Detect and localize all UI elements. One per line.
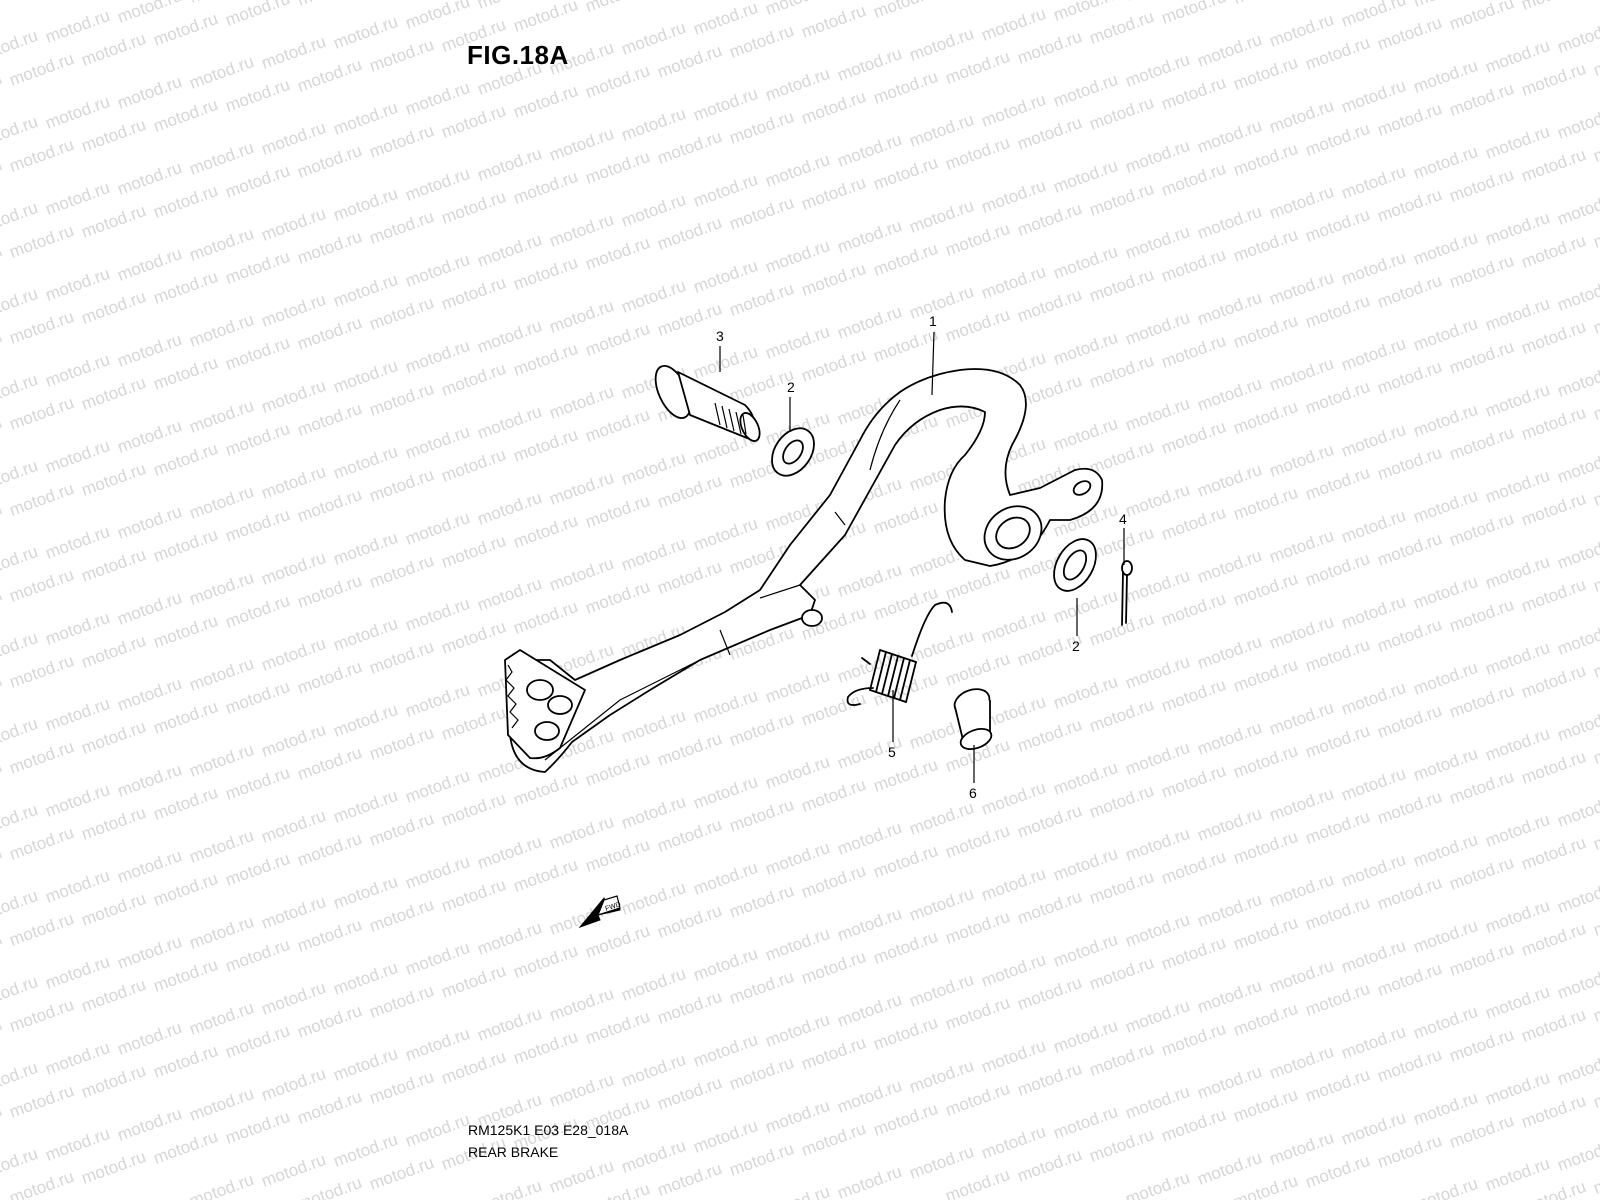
callout-1: 1 — [929, 313, 937, 329]
section-name-caption: REAR BRAKE — [468, 1144, 559, 1160]
callout-6: 6 — [969, 785, 977, 801]
watermark-text: motod.ru — [1591, 383, 1600, 424]
figure-title: FIG.18A — [467, 40, 569, 70]
watermark-text: motod.ru — [1591, 469, 1600, 510]
forward-arrow-icon: FWD — [578, 895, 622, 929]
forward-label: FWD — [604, 901, 621, 913]
watermark-text: motod.ru — [1591, 39, 1600, 80]
washer-top-part — [771, 427, 815, 477]
callout-2-top: 2 — [787, 379, 795, 395]
watermark-text: motod.ru — [1591, 555, 1600, 596]
collar-part — [953, 688, 993, 750]
watermark-text: motod.ru — [1591, 727, 1600, 768]
washer-bottom-part — [1053, 538, 1097, 592]
callout-3: 3 — [716, 328, 724, 344]
brake-pedal-part — [504, 368, 1104, 773]
watermark-text: motod.ru — [1591, 125, 1600, 166]
watermark-text: motod.ru — [1591, 211, 1600, 252]
watermark-text: motod.ru — [1591, 813, 1600, 854]
model-code-caption: RM125K1 E03 E28_018A — [468, 1122, 629, 1138]
callout-5: 5 — [888, 744, 896, 760]
watermark-text: motod.ru — [1591, 297, 1600, 338]
callout-2-bottom: 2 — [1072, 638, 1080, 654]
watermark-text: motod.ru — [1591, 899, 1600, 940]
callout-4: 4 — [1119, 511, 1127, 527]
return-spring-part — [846, 601, 953, 706]
watermark-text: motod.ru — [1591, 641, 1600, 682]
watermark-text: motod.ru — [1591, 1071, 1600, 1112]
pivot-bolt-part — [654, 365, 761, 442]
watermark-text: motod.ru — [1591, 1157, 1600, 1198]
watermark-text: motod.ru — [1591, 985, 1600, 1026]
cotter-pin-part — [1121, 560, 1133, 626]
leader-lines — [719, 331, 1125, 783]
